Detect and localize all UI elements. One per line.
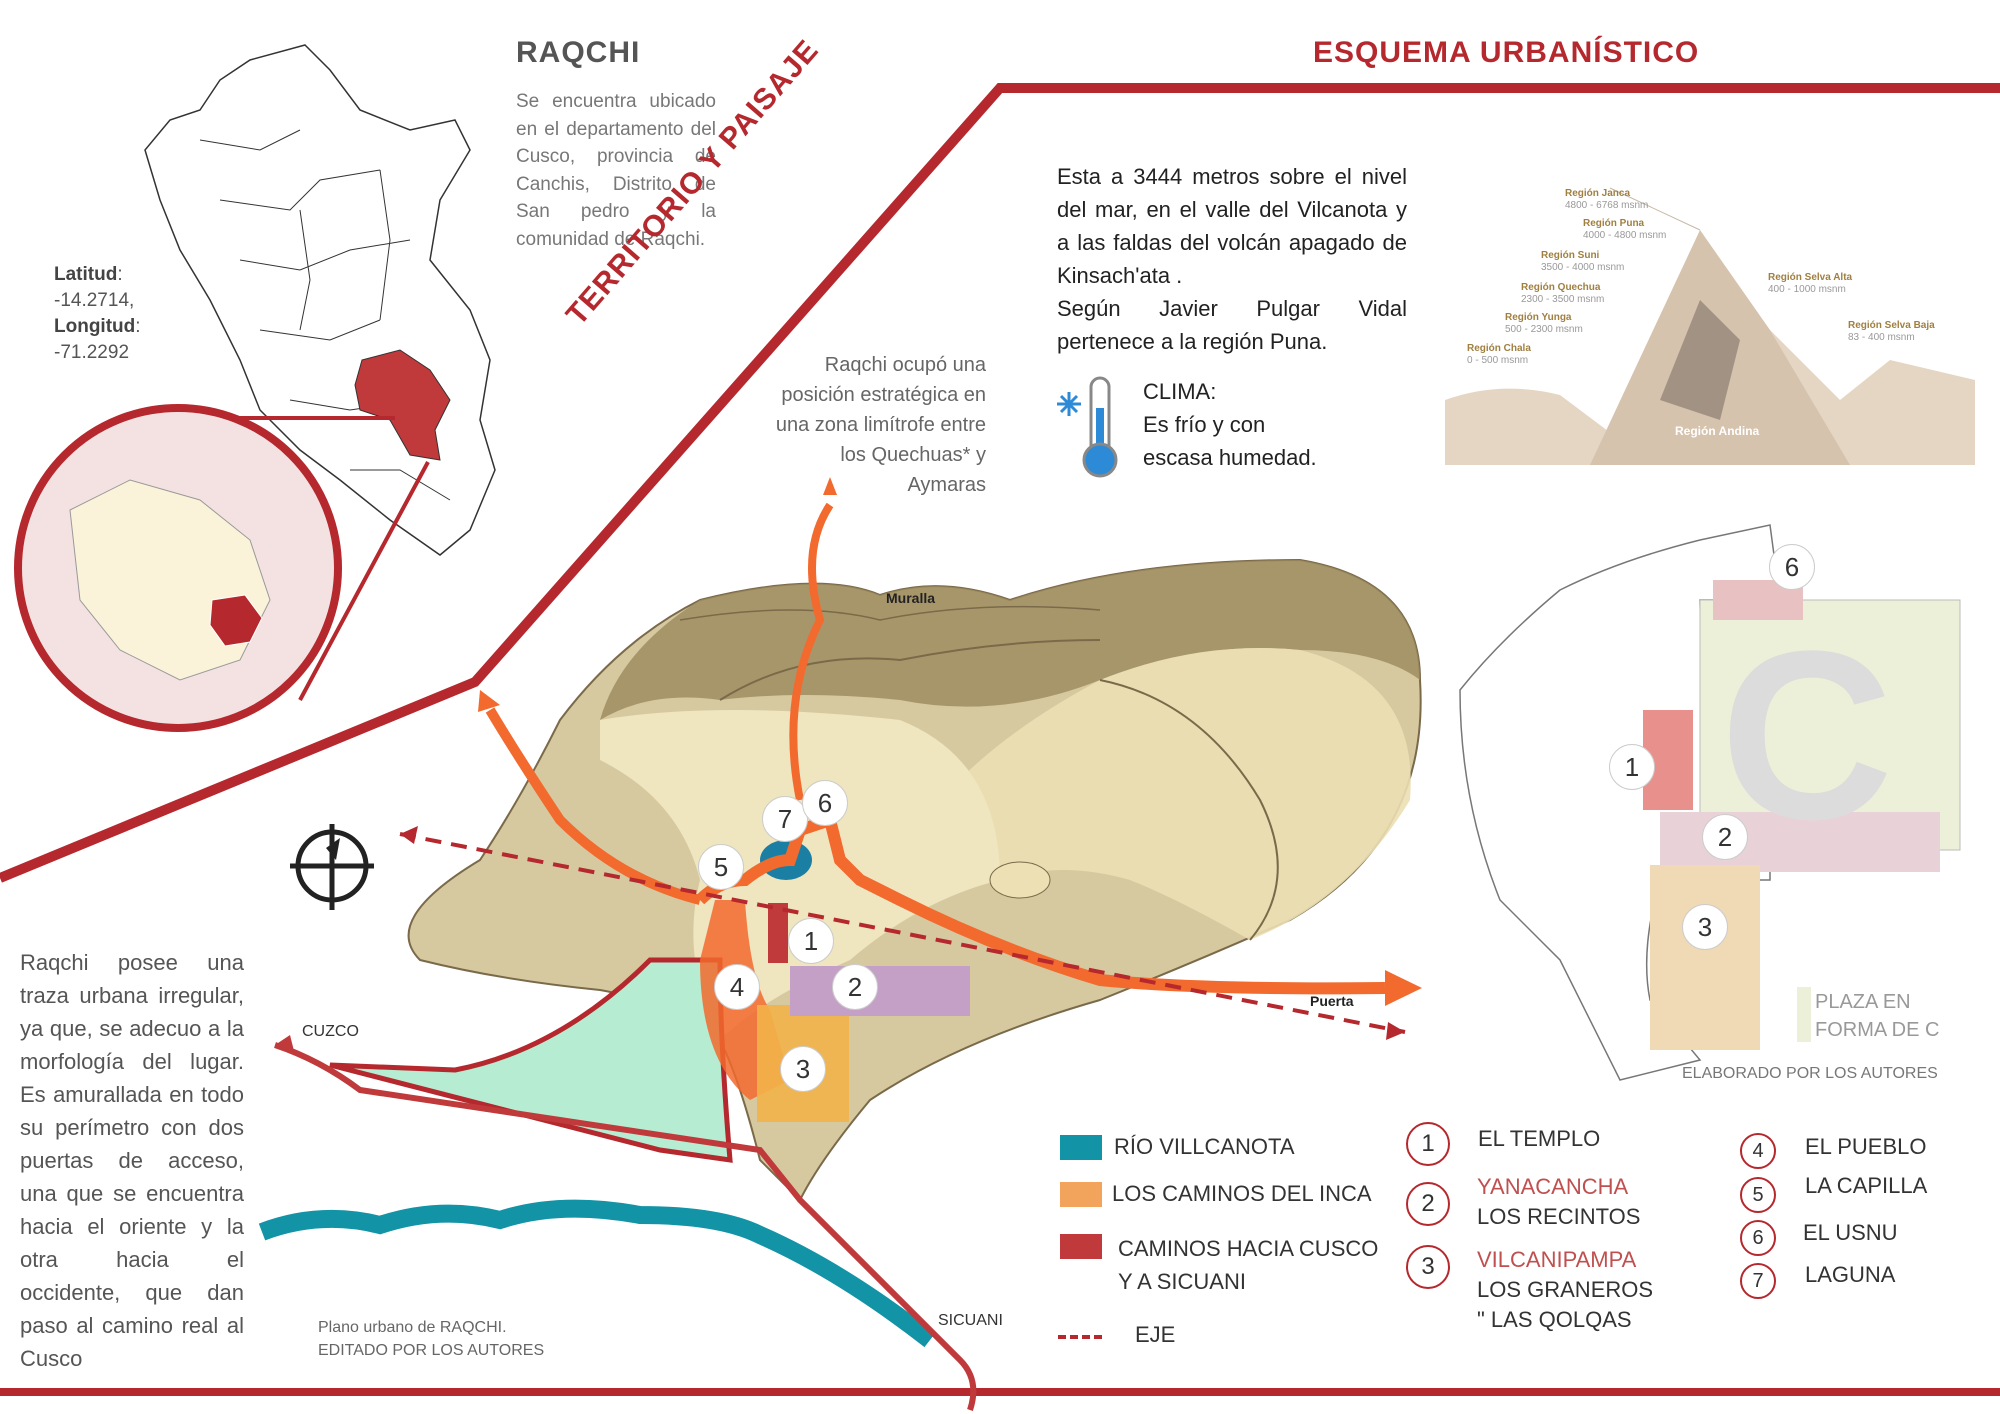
site-5-label: LA CAPILLA <box>1805 1173 1928 1198</box>
legend-number-2: 2 <box>1406 1182 1450 1226</box>
compass-icon <box>290 824 374 910</box>
site-marker-6: 6 <box>802 780 848 826</box>
legend-swatch-rio <box>1060 1135 1102 1160</box>
raqchi-title: RAQCHI <box>516 36 641 69</box>
legend-number-6: 6 <box>1740 1220 1776 1256</box>
longitude-value: -71.2292 <box>54 342 130 363</box>
clima-text-1: Es frío y con <box>1143 412 1266 437</box>
connector-line <box>298 461 430 701</box>
axis-line <box>399 832 1406 1034</box>
clima-block: CLIMA: Es frío y con escasa humedad. <box>1143 375 1317 474</box>
axis-arrow-left <box>400 826 418 844</box>
legend-number-4: 4 <box>1740 1133 1776 1169</box>
site-4-label: EL PUEBLO <box>1805 1134 1927 1159</box>
thermometer-icon <box>1082 376 1118 478</box>
plano-caption: Plano urbano de RAQCHI.EDITADO POR LOS A… <box>318 1319 545 1359</box>
plaza-letter: C <box>1720 601 1894 869</box>
altitude-text: Esta a 3444 metros sobre el nivel del ma… <box>1057 160 1407 358</box>
arrow-east <box>1385 970 1422 1006</box>
site-marker-5: 5 <box>698 844 744 890</box>
legend-swatch-inca <box>1060 1182 1102 1207</box>
legend-number-5: 5 <box>1740 1177 1776 1213</box>
site-marker-3: 3 <box>780 1046 826 1092</box>
clima-label: CLIMA: <box>1143 379 1217 404</box>
site-marker-4: 4 <box>714 964 760 1010</box>
region-andina: Región Andina <box>1675 424 1760 438</box>
site-plan <box>258 502 1422 1411</box>
legend-rio: RÍO VILLCANOTA <box>1114 1134 1295 1159</box>
elaborado-label: ELABORADO POR LOS AUTORES <box>1682 1065 1938 1082</box>
legend-eje: EJE <box>1135 1322 1176 1347</box>
plan-marker-3: 3 <box>1682 904 1728 950</box>
legend-number-7: 7 <box>1740 1263 1776 1299</box>
legend-swatch-eje <box>1058 1335 1102 1339</box>
legend-number-1: 1 <box>1406 1122 1450 1166</box>
compass-needle <box>326 838 340 860</box>
plan-marker-6: 6 <box>1769 544 1815 590</box>
plan-marker-1: 1 <box>1609 744 1655 790</box>
legend-swatch-cusco <box>1060 1234 1102 1259</box>
arrow-northwest <box>478 690 500 712</box>
site-6-label: EL USNU <box>1803 1220 1898 1245</box>
peru-map-internal <box>199 129 451 501</box>
snowflake-icon <box>1057 392 1081 416</box>
esquema-title: ESQUEMA URBANÍSTICO <box>1313 36 1700 69</box>
axis-arrow-right <box>1386 1022 1405 1040</box>
latitude-value: -14.2714, <box>54 290 135 311</box>
divider-line <box>0 83 2000 883</box>
strategic-text: Raqchi ocupó una posición estratégica en… <box>775 354 986 496</box>
site-1-label: EL TEMPLO <box>1478 1126 1601 1151</box>
muralla-label: Muralla <box>886 590 936 606</box>
cusco-region <box>354 349 451 461</box>
clima-text-2: escasa humedad. <box>1143 445 1317 470</box>
coordinates: Latitud: -14.2714, Longitud: -71.2292 <box>54 264 141 363</box>
canchis-zoom <box>209 594 263 647</box>
site-7-label: LAGUNA <box>1805 1262 1896 1287</box>
puerta-label: Puerta <box>1310 993 1354 1009</box>
plaza-plan <box>1459 524 1961 1081</box>
regions-diagram <box>1445 175 1975 465</box>
site-marker-2: 2 <box>832 964 878 1010</box>
sicuani-label: SICUANI <box>938 1312 1003 1329</box>
altitude-text-2: Según Javier Pulgar Vidal pertenece a la… <box>1057 296 1407 354</box>
legend-number-3: 3 <box>1406 1245 1450 1289</box>
plan-marker-2: 2 <box>1702 814 1748 860</box>
longitude-label: Longitud <box>54 316 136 337</box>
raqchi-description: Se encuentra ubicado en el departamento … <box>516 91 716 250</box>
arrow-north <box>823 477 837 495</box>
legend-caminos-inca: LOS CAMINOS DEL INCA <box>1112 1181 1372 1206</box>
latitude-label: Latitud <box>54 264 118 285</box>
cuzco-label: CUZCO <box>302 1023 359 1040</box>
cuzco-arrow <box>275 1035 295 1055</box>
site-marker-1: 1 <box>788 918 834 964</box>
traza-text: Raqchi posee una traza urbana irregular,… <box>20 950 244 1371</box>
altitude-text-1: Esta a 3444 metros sobre el nivel del ma… <box>1057 164 1407 288</box>
